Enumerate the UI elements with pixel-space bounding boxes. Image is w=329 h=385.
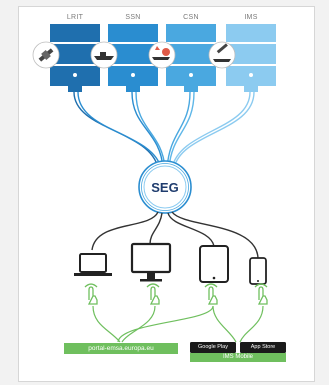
google-play-badge[interactable]: Google Play xyxy=(190,342,236,353)
hub-label: SEG xyxy=(151,180,179,195)
ims-mobile-label: IMS Mobile xyxy=(190,353,286,362)
satellite-icon xyxy=(32,41,60,69)
connector-lrit xyxy=(73,91,159,169)
monitor-icon xyxy=(130,242,172,282)
server-label-ssn: SSN xyxy=(125,14,141,21)
app-store-badge[interactable]: App Store xyxy=(240,342,286,353)
connector-laptop xyxy=(91,211,159,251)
laptop-icon xyxy=(74,253,112,276)
satellite-ship-icon xyxy=(208,41,236,69)
server-lrit xyxy=(50,24,100,92)
connector-tablet xyxy=(167,212,215,247)
seg-hub xyxy=(138,160,192,214)
server-connectors xyxy=(73,91,255,169)
connector-monitor xyxy=(149,212,163,245)
server-label-csn: CSN xyxy=(183,14,199,21)
touch-icon xyxy=(84,283,98,305)
connector-csn xyxy=(166,91,191,169)
connector-ssn-2 xyxy=(135,91,166,169)
touch-icons xyxy=(84,283,268,305)
connector-ims-2 xyxy=(173,91,255,169)
server-csn xyxy=(166,24,216,92)
touch-icon xyxy=(254,283,268,305)
tablet-icon xyxy=(199,245,229,283)
connector-ssn xyxy=(131,91,164,169)
touch-icon xyxy=(146,283,160,305)
connector-phone xyxy=(171,211,259,259)
connector-csn-2 xyxy=(168,91,195,169)
ship-icon xyxy=(90,41,118,69)
portal-link[interactable]: portal-emsa.europa.eu xyxy=(64,343,178,354)
touch-icon xyxy=(204,283,218,305)
oil-spill-icon xyxy=(148,41,176,69)
server-ims xyxy=(226,24,276,92)
server-label-ims: IMS xyxy=(244,14,258,21)
server-label-lrit: LRIT xyxy=(66,14,84,21)
access-connectors xyxy=(92,305,264,343)
connector-lrit-2 xyxy=(77,91,162,169)
phone-icon xyxy=(249,257,267,285)
app-store-badges: Google Play App Store xyxy=(190,342,286,364)
device-connectors xyxy=(91,211,259,259)
connector-ims xyxy=(171,91,251,169)
server-ssn xyxy=(108,24,158,92)
